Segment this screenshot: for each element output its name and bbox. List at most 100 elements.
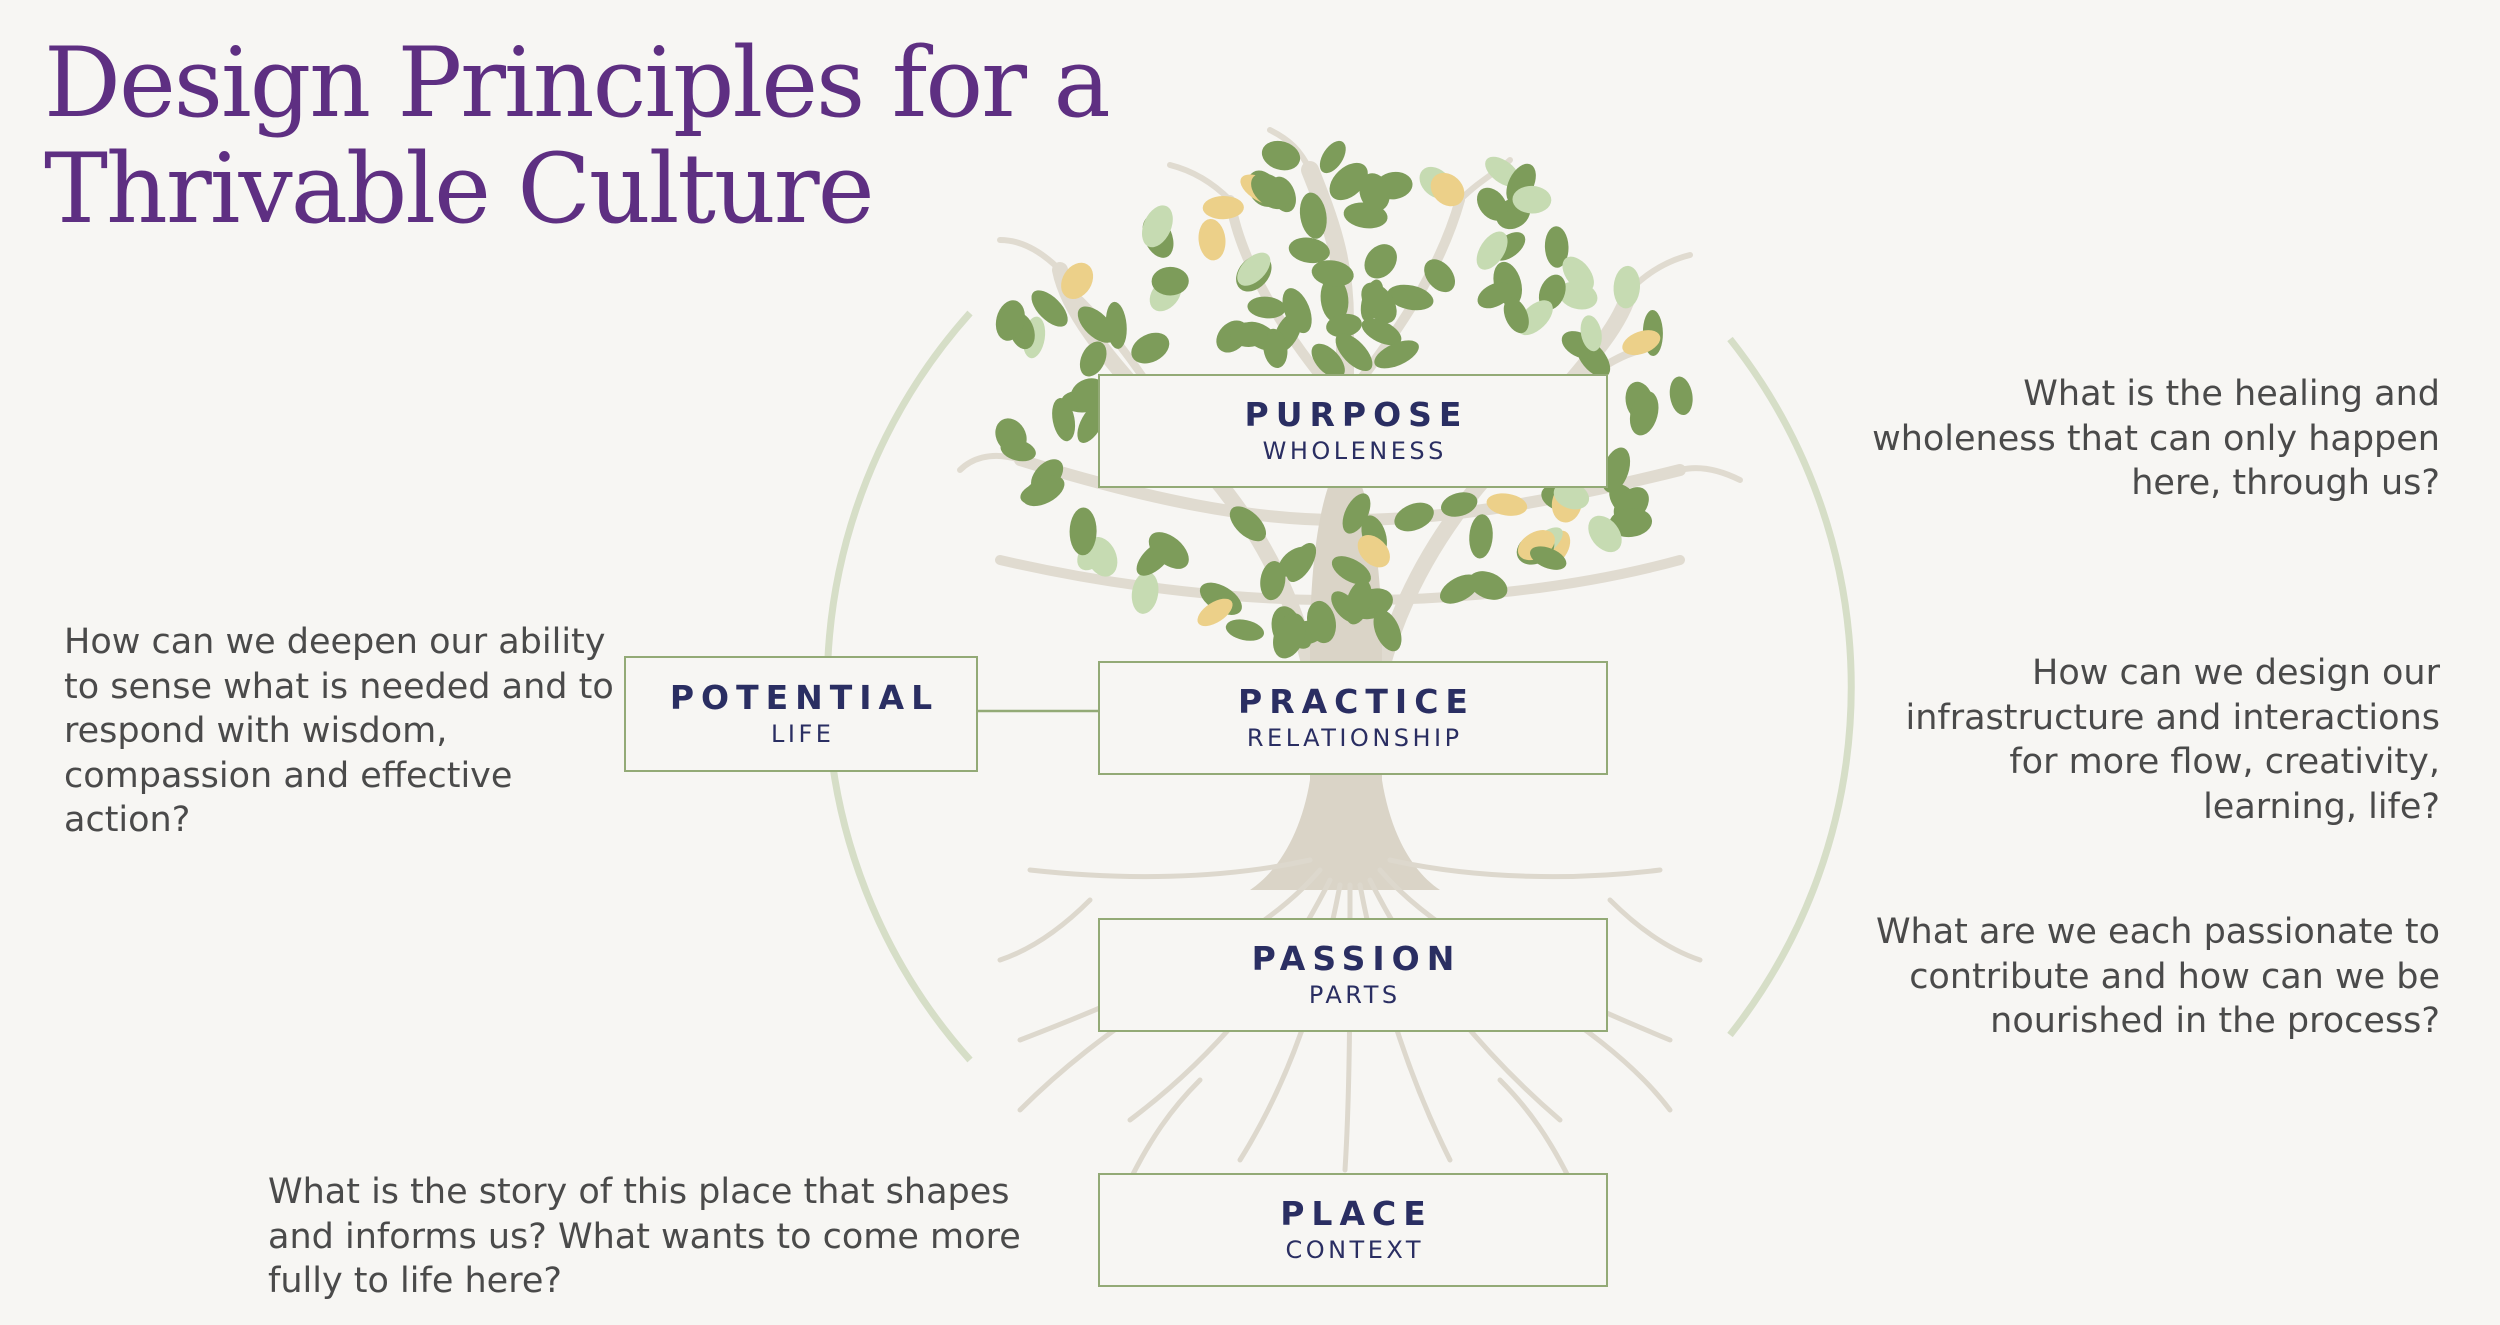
leaf <box>1469 514 1493 559</box>
potential-label: POTENTIAL <box>669 678 940 717</box>
leaf <box>1286 542 1317 583</box>
wholeness-label: WHOLENESS <box>1262 437 1447 465</box>
leaf <box>1263 328 1288 369</box>
leaf <box>1613 265 1641 309</box>
title-line-2: Thrivable Culture <box>44 133 874 245</box>
leaf <box>1151 266 1189 296</box>
leaf <box>1141 205 1173 248</box>
potential-box[interactable]: POTENTIAL LIFE <box>624 656 978 772</box>
leaf <box>1320 276 1349 323</box>
leaf <box>1077 306 1115 343</box>
leaf <box>1424 259 1456 293</box>
leaf <box>1131 571 1159 614</box>
leaf <box>1225 619 1264 641</box>
leaf <box>1503 297 1529 334</box>
leaf <box>1469 571 1508 600</box>
page-title: Design Principles for a Thrivable Cultur… <box>44 27 1111 245</box>
right-arc <box>1727 336 1855 1038</box>
leaf <box>1299 192 1327 239</box>
leaf <box>1394 502 1434 532</box>
leaf <box>1251 173 1290 210</box>
leaf <box>1476 231 1508 270</box>
purpose-label: PURPOSE <box>1244 395 1469 434</box>
life-label: LIFE <box>771 720 835 748</box>
leaf <box>1085 536 1118 577</box>
leaf <box>1230 322 1268 348</box>
leaf <box>1544 226 1569 268</box>
leaf <box>1197 598 1233 627</box>
leaf <box>1439 574 1480 604</box>
leaf <box>1669 376 1693 416</box>
place-question: What is the story of this place that sha… <box>268 1172 1021 1301</box>
place-box[interactable]: PLACE CONTEXT <box>1098 1173 1608 1287</box>
leaf <box>1477 282 1512 309</box>
leaf <box>1000 439 1036 462</box>
leaf <box>1061 262 1094 300</box>
leaf <box>1364 244 1397 279</box>
leaf <box>1331 556 1371 585</box>
leaf <box>1247 296 1286 319</box>
leaf <box>1148 532 1189 569</box>
leaf <box>1609 508 1653 538</box>
leaf <box>1311 343 1345 379</box>
practice-box[interactable]: PRACTICE RELATIONSHIP <box>1098 661 1608 775</box>
passion-box[interactable]: PASSION PARTS <box>1098 918 1608 1032</box>
leaf <box>1069 507 1097 556</box>
leaf <box>1319 140 1346 174</box>
purpose-question: What is the healing and wholeness that c… <box>1872 374 2440 503</box>
leaf <box>1373 609 1402 652</box>
leaf <box>1331 591 1361 623</box>
leaf <box>1430 172 1465 207</box>
leaf <box>1052 398 1076 442</box>
leaf <box>1374 340 1419 369</box>
potential-question: How can we deepen our ability to sense w… <box>64 622 614 840</box>
leaf <box>1237 252 1271 286</box>
leaf <box>1288 237 1330 264</box>
relationship-label: RELATIONSHIP <box>1246 724 1463 752</box>
leaf <box>1131 332 1170 364</box>
context-label: CONTEXT <box>1285 1236 1425 1264</box>
leaf <box>1441 492 1478 517</box>
leaf <box>1311 260 1354 287</box>
passion-question: What are we each passionate to contribut… <box>1875 912 2440 1041</box>
leaf <box>1553 481 1590 510</box>
leaf <box>1486 493 1528 516</box>
leaf <box>1601 447 1631 493</box>
leaf <box>1361 318 1402 346</box>
leaf <box>1282 288 1312 334</box>
practice-label: PRACTICE <box>1238 682 1475 721</box>
leaf <box>1273 613 1306 659</box>
leaf <box>1387 284 1434 311</box>
leaf <box>1361 282 1397 324</box>
place-label: PLACE <box>1280 1194 1433 1233</box>
leaf <box>1260 561 1286 601</box>
leaf <box>1476 187 1508 221</box>
leaf <box>1261 140 1301 171</box>
leaf <box>1530 546 1567 570</box>
practice-question: How can we design our infrastructure and… <box>1905 653 2440 827</box>
passion-label: PASSION <box>1251 939 1462 978</box>
parts-label: PARTS <box>1308 981 1401 1009</box>
leaf <box>1512 185 1552 214</box>
leaf <box>995 300 1025 341</box>
purpose-box[interactable]: PURPOSE WHOLENESS <box>1098 374 1608 488</box>
leaf <box>1329 162 1368 201</box>
leaf <box>1020 480 1062 505</box>
leaf <box>1335 333 1373 372</box>
leaf <box>1326 313 1362 338</box>
leaf <box>1359 173 1390 212</box>
leaf <box>1588 515 1622 553</box>
leaf <box>1229 506 1267 542</box>
leaf <box>1202 195 1244 220</box>
leaf <box>1307 600 1336 644</box>
tree-leaves <box>995 140 1693 659</box>
leaf <box>1031 290 1068 327</box>
leaf <box>1198 218 1226 261</box>
leaf <box>1622 330 1661 356</box>
leaf <box>1562 256 1594 292</box>
title-line-1: Design Principles for a <box>44 27 1111 139</box>
leaf <box>1070 378 1107 410</box>
leaf <box>1079 341 1107 377</box>
leaf <box>1357 535 1390 568</box>
leaf <box>1580 315 1602 352</box>
